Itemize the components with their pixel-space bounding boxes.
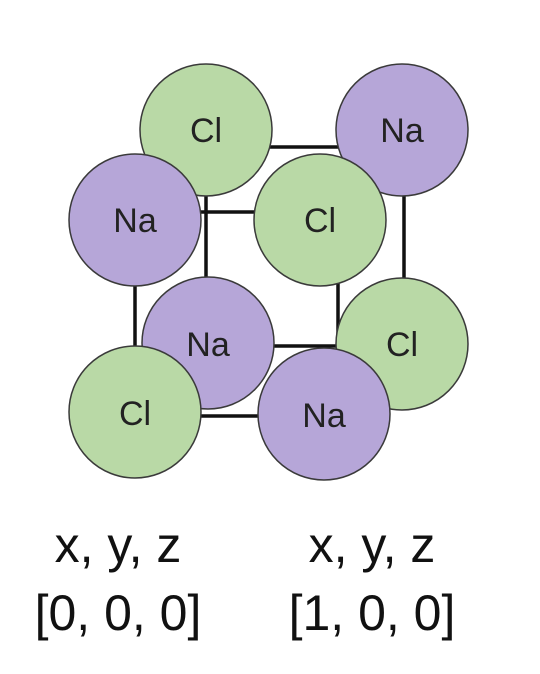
- caption-right-axes: x, y, z: [309, 517, 436, 573]
- caption-left-coords: [0, 0, 0]: [35, 585, 202, 641]
- caption-left-axes: x, y, z: [55, 517, 182, 573]
- atom-label: Cl: [386, 326, 418, 364]
- atom-front-bottom-left: Cl: [68, 345, 202, 479]
- atom-sphere: [68, 345, 202, 479]
- atom-front-top-right: Cl: [253, 153, 387, 287]
- atom-back-top-right: Na: [335, 63, 469, 197]
- caption-right-coords: [1, 0, 0]: [289, 585, 456, 641]
- atom-label: Cl: [119, 395, 151, 433]
- atom-sphere: [257, 347, 391, 481]
- atom-front-top-left: Na: [68, 153, 202, 287]
- atom-label: Cl: [190, 112, 222, 150]
- atom-sphere: [335, 63, 469, 197]
- atom-front-bottom-right: Na: [257, 347, 391, 481]
- atom-back-top-left: Cl: [139, 63, 273, 197]
- atom-label: Na: [302, 397, 346, 435]
- atom-label: Na: [186, 326, 230, 364]
- atom-label: Cl: [304, 202, 336, 240]
- atom-label: Na: [380, 112, 424, 150]
- atom-sphere: [139, 63, 273, 197]
- atom-sphere: [253, 153, 387, 287]
- atom-label: Na: [113, 202, 157, 240]
- atom-sphere: [68, 153, 202, 287]
